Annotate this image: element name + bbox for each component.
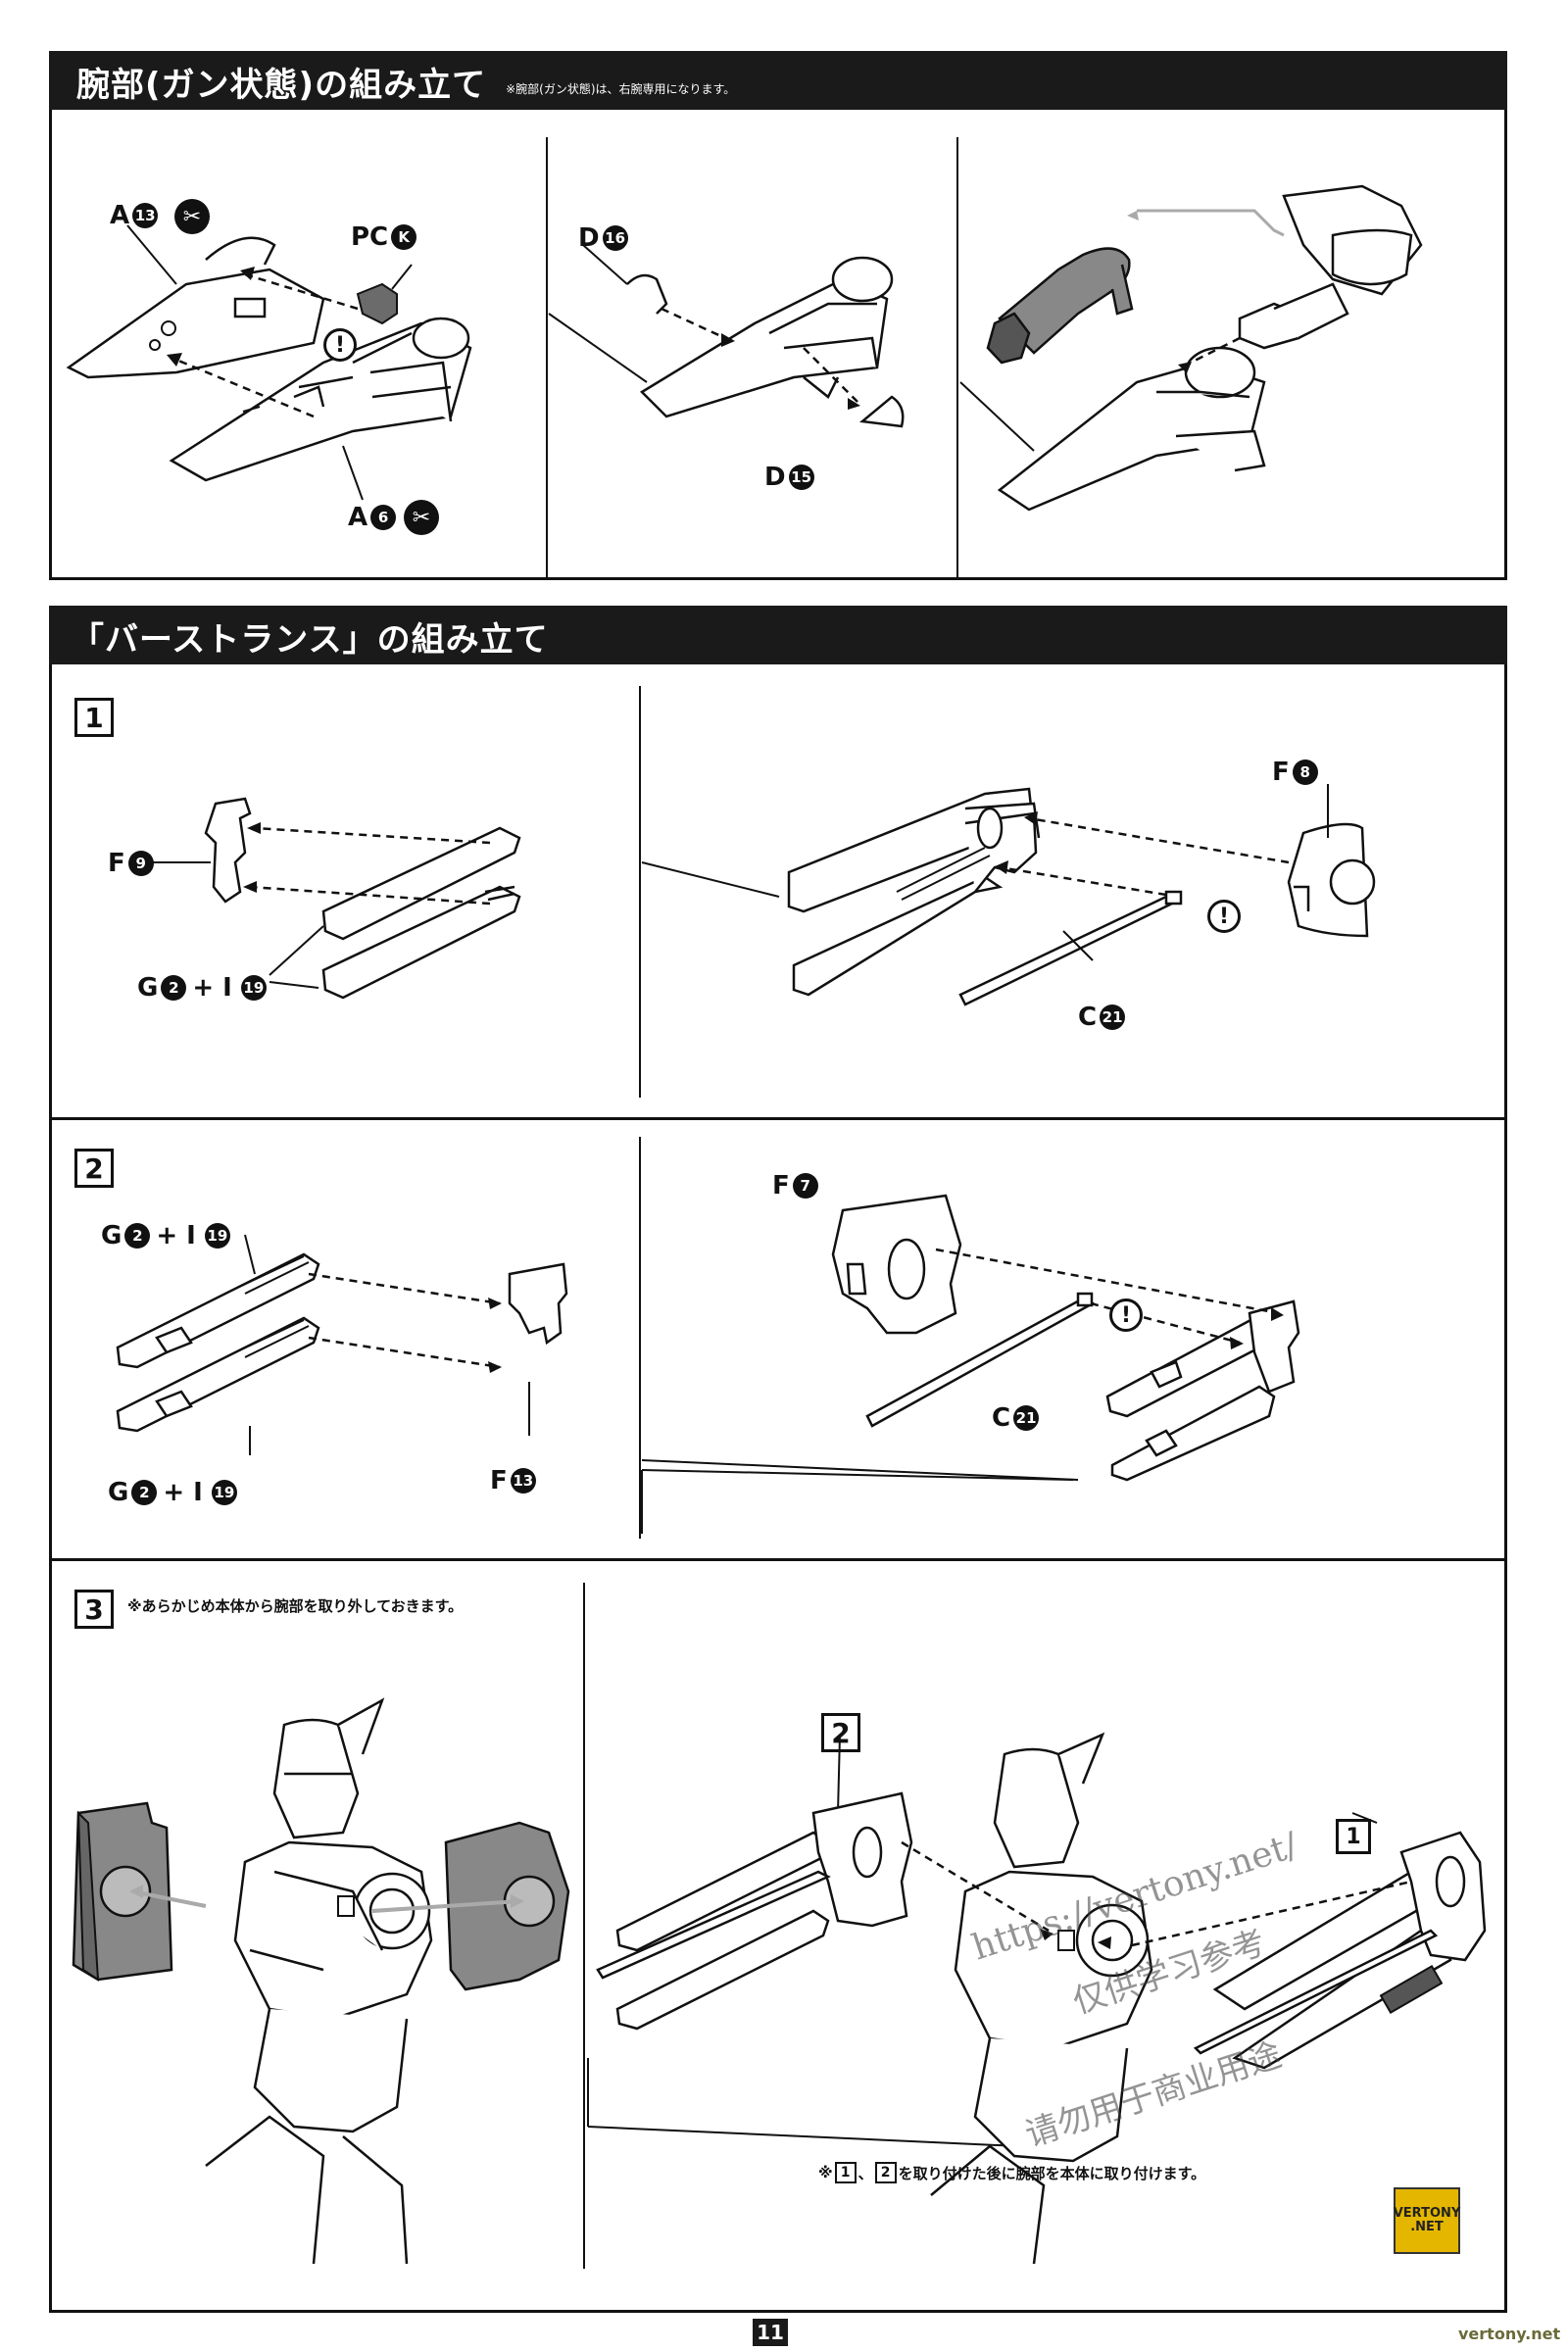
step3-ref-2: 2 [821, 1713, 860, 1752]
burst-row-divider-2 [49, 1558, 1507, 1561]
part-letter: D [764, 463, 786, 492]
step2-right-illustration [641, 1194, 1300, 1534]
part-letter: PC [351, 222, 389, 252]
step3-ref-1: 1 [1336, 1819, 1371, 1854]
part-number-badge: 19 [211, 1480, 237, 1505]
arm-divider-2 [956, 137, 958, 578]
step1-left-illustration [147, 797, 521, 1000]
arm-divider-1 [546, 137, 548, 578]
part-number-badge: 21 [1100, 1004, 1126, 1030]
part-number-badge: 15 [788, 465, 814, 490]
burst-section-title: 「バーストランス」の組み立て [71, 619, 549, 660]
part-letter: G [137, 973, 159, 1003]
arm-section-title: 腕部(ガン状態)の組み立て [76, 65, 487, 105]
footer-sep: 、 [858, 2164, 873, 2182]
step2-col-divider [639, 1137, 641, 1539]
part-letter: G [101, 1221, 122, 1250]
part-letter: F [772, 1171, 790, 1200]
caution-icon: ! [323, 328, 357, 362]
vertony-logo: VERTONY .NET [1394, 2187, 1460, 2254]
step3-col-divider [583, 1583, 585, 2269]
part-number-badge: K [391, 224, 417, 250]
part-letter: D [578, 223, 600, 253]
part-letter: G [108, 1478, 129, 1507]
part-number-badge: 16 [602, 225, 628, 251]
step3-left-illustration [72, 1697, 570, 2265]
part-number-badge: 21 [1013, 1405, 1040, 1431]
footer-ref-1: 1 [834, 2162, 857, 2183]
arm-panel2-illustration [548, 244, 905, 428]
plus-sign: + I [156, 1221, 196, 1250]
step1-right-illustration [641, 784, 1376, 1006]
step1-col-divider [639, 686, 641, 1098]
part-number-badge: 8 [1292, 760, 1318, 785]
burst-row-divider-1 [49, 1117, 1507, 1120]
plus-sign: + I [192, 973, 232, 1003]
burst-section-header: 「バーストランス」の組み立て [49, 606, 1507, 666]
page-number: 11 [753, 2319, 788, 2346]
arm-section-header: 腕部(ガン状態)の組み立て ※腕部(ガン状態)は、右腕専用になります。 [49, 51, 1507, 112]
nipper-tool-icon: ✂ [174, 199, 210, 234]
step3-right-illustration [587, 1732, 1487, 2265]
step-number-1: 1 [74, 698, 114, 737]
part-letter: F [1272, 758, 1290, 787]
part-number-badge: 19 [240, 975, 267, 1001]
part-number-badge: 9 [127, 851, 154, 876]
part-letter: A [348, 503, 368, 532]
caution-icon: ! [1207, 900, 1241, 933]
arm-panel3-illustration [959, 184, 1423, 512]
logo-line1: VERTONY [1393, 2205, 1461, 2221]
part-number-badge: 13 [510, 1468, 536, 1494]
footer-ref-2: 2 [874, 2162, 897, 2183]
part-number-badge: 6 [370, 505, 397, 530]
arm-panel1-illustration [66, 224, 472, 501]
step3-footer-note: ※ 1 、 2 を取り付けた後に腕部を本体に取り付けます。 [818, 2162, 1205, 2183]
part-letter: C [1078, 1003, 1098, 1032]
part-letter: A [110, 201, 130, 230]
caution-icon: ! [1109, 1298, 1143, 1332]
step2-left-illustration [116, 1234, 568, 1455]
nipper-tool-icon: ✂ [404, 500, 439, 535]
part-number-badge: 7 [792, 1173, 818, 1199]
logo-line2: .NET [1410, 2220, 1444, 2234]
step-number-2: 2 [74, 1149, 114, 1188]
part-number-badge: 13 [132, 203, 159, 228]
plus-sign: + I [163, 1478, 203, 1507]
part-letter: F [108, 849, 125, 878]
part-number-badge: 19 [204, 1223, 230, 1249]
footer-text: を取り付けた後に腕部を本体に取り付けます。 [898, 2164, 1206, 2182]
footer-prefix: ※ [818, 2164, 833, 2181]
step-number-3: 3 [74, 1590, 114, 1629]
part-number-badge: 2 [131, 1480, 158, 1505]
part-number-badge: 2 [161, 975, 187, 1001]
part-letter: F [490, 1466, 508, 1495]
step3-note: ※あらかじめ本体から腕部を取り外しておきます。 [127, 1597, 464, 1615]
site-url: vertony.net [1458, 2325, 1561, 2343]
part-number-badge: 2 [124, 1223, 151, 1249]
part-letter: C [992, 1403, 1011, 1433]
arm-section-note: ※腕部(ガン状態)は、右腕専用になります。 [506, 81, 736, 96]
